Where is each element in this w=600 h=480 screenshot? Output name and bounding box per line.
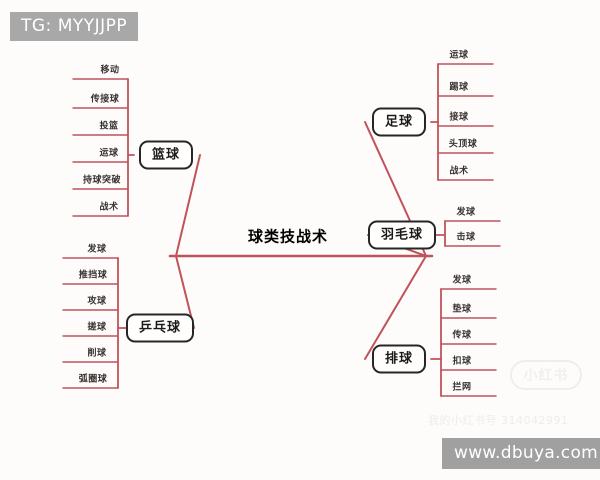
- leaf-node-volleyball-0[interactable]: 发球: [452, 275, 472, 286]
- branch-node-football[interactable]: 足球: [371, 107, 427, 137]
- leaf-node-basketball-2[interactable]: 投篮: [99, 121, 119, 132]
- leaf-node-football-0[interactable]: 运球: [449, 50, 469, 61]
- xiaohongshu-logo-watermark: 小红书: [510, 360, 582, 390]
- center-node[interactable]: 球类技战术: [247, 227, 329, 246]
- branch-node-tabletennis[interactable]: 乒乓球: [125, 313, 195, 343]
- leaf-node-badminton-0[interactable]: 发球: [456, 207, 476, 218]
- leaf-node-tabletennis-2[interactable]: 攻球: [87, 296, 107, 307]
- leaf-node-football-3[interactable]: 头顶球: [448, 139, 478, 150]
- leaf-node-volleyball-1[interactable]: 垫球: [452, 304, 472, 315]
- leaf-node-volleyball-4[interactable]: 拦网: [452, 382, 472, 393]
- leaf-node-football-2[interactable]: 接球: [449, 112, 469, 123]
- leaf-node-basketball-3[interactable]: 运球: [99, 148, 119, 159]
- leaf-node-volleyball-3[interactable]: 扣球: [452, 356, 472, 367]
- xiaohongshu-id-watermark: 我的小红书号 314042991: [428, 414, 569, 427]
- leaf-node-football-1[interactable]: 踢球: [449, 82, 469, 93]
- leaf-node-tabletennis-3[interactable]: 搓球: [87, 322, 107, 333]
- leaf-node-football-4[interactable]: 战术: [449, 166, 469, 177]
- tg-watermark-badge: TG: MYYJJPP: [10, 12, 139, 41]
- leaf-node-volleyball-2[interactable]: 传球: [452, 330, 472, 341]
- site-url-watermark: www.dbuya.com: [442, 438, 600, 469]
- leaf-node-basketball-4[interactable]: 持球突破: [82, 175, 122, 186]
- leaf-node-tabletennis-5[interactable]: 弧圈球: [78, 374, 108, 385]
- branch-node-badminton[interactable]: 羽毛球: [367, 220, 437, 250]
- leaf-node-basketball-0[interactable]: 移动: [100, 65, 120, 76]
- branch-node-basketball[interactable]: 篮球: [138, 140, 194, 170]
- leaf-node-basketball-5[interactable]: 战术: [99, 202, 119, 213]
- leaf-node-badminton-1[interactable]: 击球: [456, 232, 476, 243]
- leaf-node-tabletennis-4[interactable]: 削球: [87, 348, 107, 359]
- leaf-node-tabletennis-0[interactable]: 发球: [87, 244, 107, 255]
- leaf-node-basketball-1[interactable]: 传接球: [90, 94, 120, 105]
- branch-node-volleyball[interactable]: 排球: [371, 344, 427, 374]
- leaf-node-tabletennis-1[interactable]: 推挡球: [78, 270, 108, 281]
